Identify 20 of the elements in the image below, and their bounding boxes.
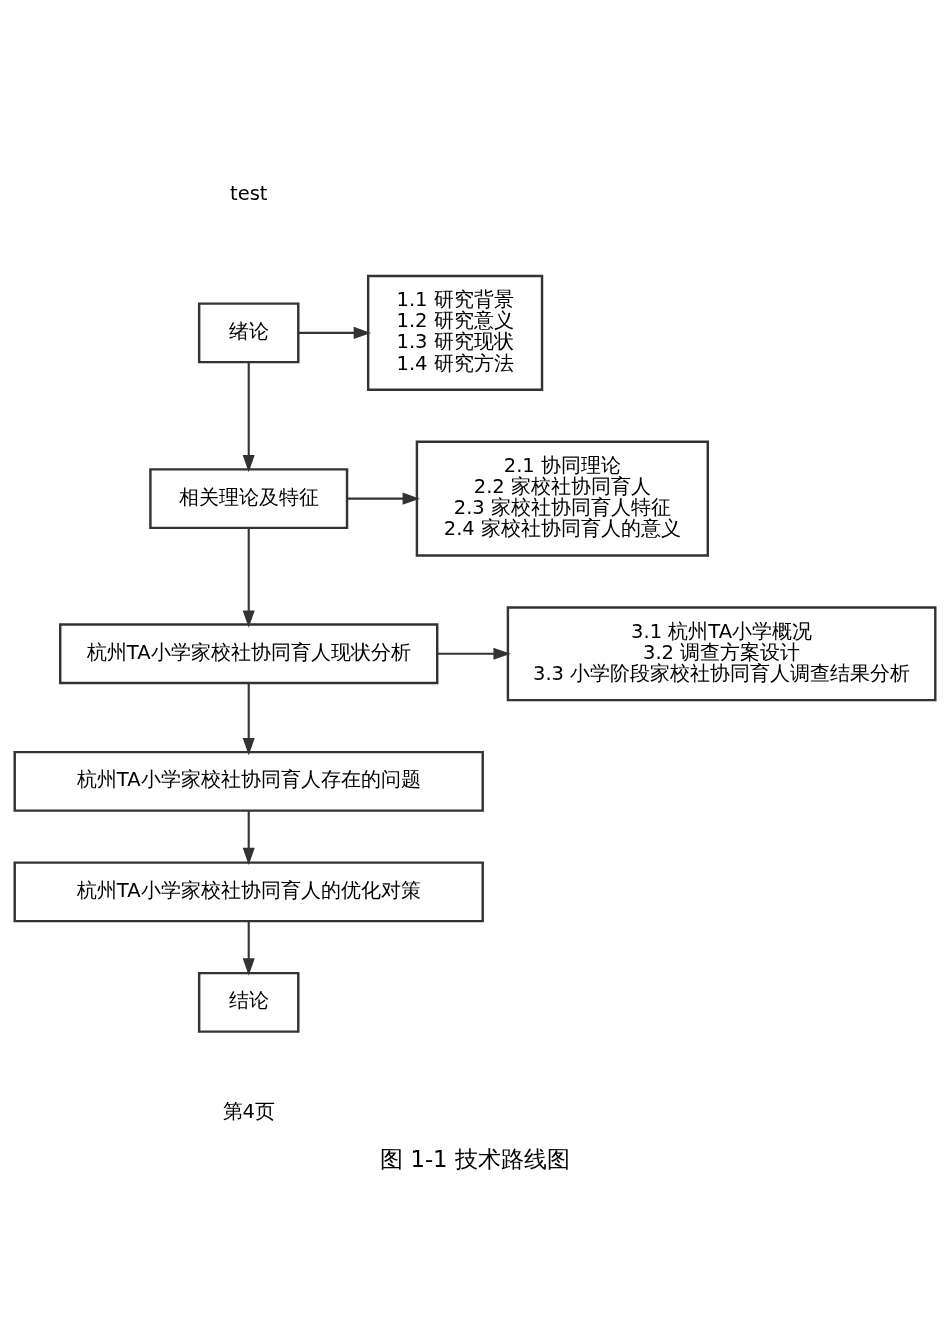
arrow — [242, 527, 255, 628]
arrow — [242, 362, 255, 472]
caption: 图 1-1 技术路线图 — [380, 1145, 570, 1172]
arrow — [298, 326, 371, 339]
node-box: 杭州TA小学家校社协同育人现状分析 — [59, 622, 439, 684]
node-box: 结论 — [197, 971, 300, 1033]
label: test — [229, 181, 268, 205]
arrow — [437, 647, 511, 660]
node-box: 杭州TA小学家校社协同育人的优化对策 — [13, 860, 484, 922]
node-box: 绪论 — [197, 301, 300, 363]
arrow — [242, 921, 255, 976]
node-box: 2.1 协同理论 2.2 家校社协同育人 2.3 家校社协同育人特征 2.4 家校社协同育人的意义 — [415, 440, 709, 557]
node-box: 杭州TA小学家校社协同育人存在的问题 — [13, 750, 484, 812]
node-box: 3.1 杭州TA小学概况 3.2 调查方案设计 3.3 小学阶段家校社协同育人调查结果分析 — [506, 605, 937, 701]
node-box: 1.1 研究背景 1.2 研究意义 1.3 研究现状 1.4 研究方法 — [366, 274, 544, 391]
arrow — [242, 810, 255, 865]
arrow — [347, 492, 420, 505]
arrow — [242, 683, 255, 755]
label: 第4页 — [222, 1099, 275, 1123]
node-box: 相关理论及特征 — [149, 467, 349, 529]
